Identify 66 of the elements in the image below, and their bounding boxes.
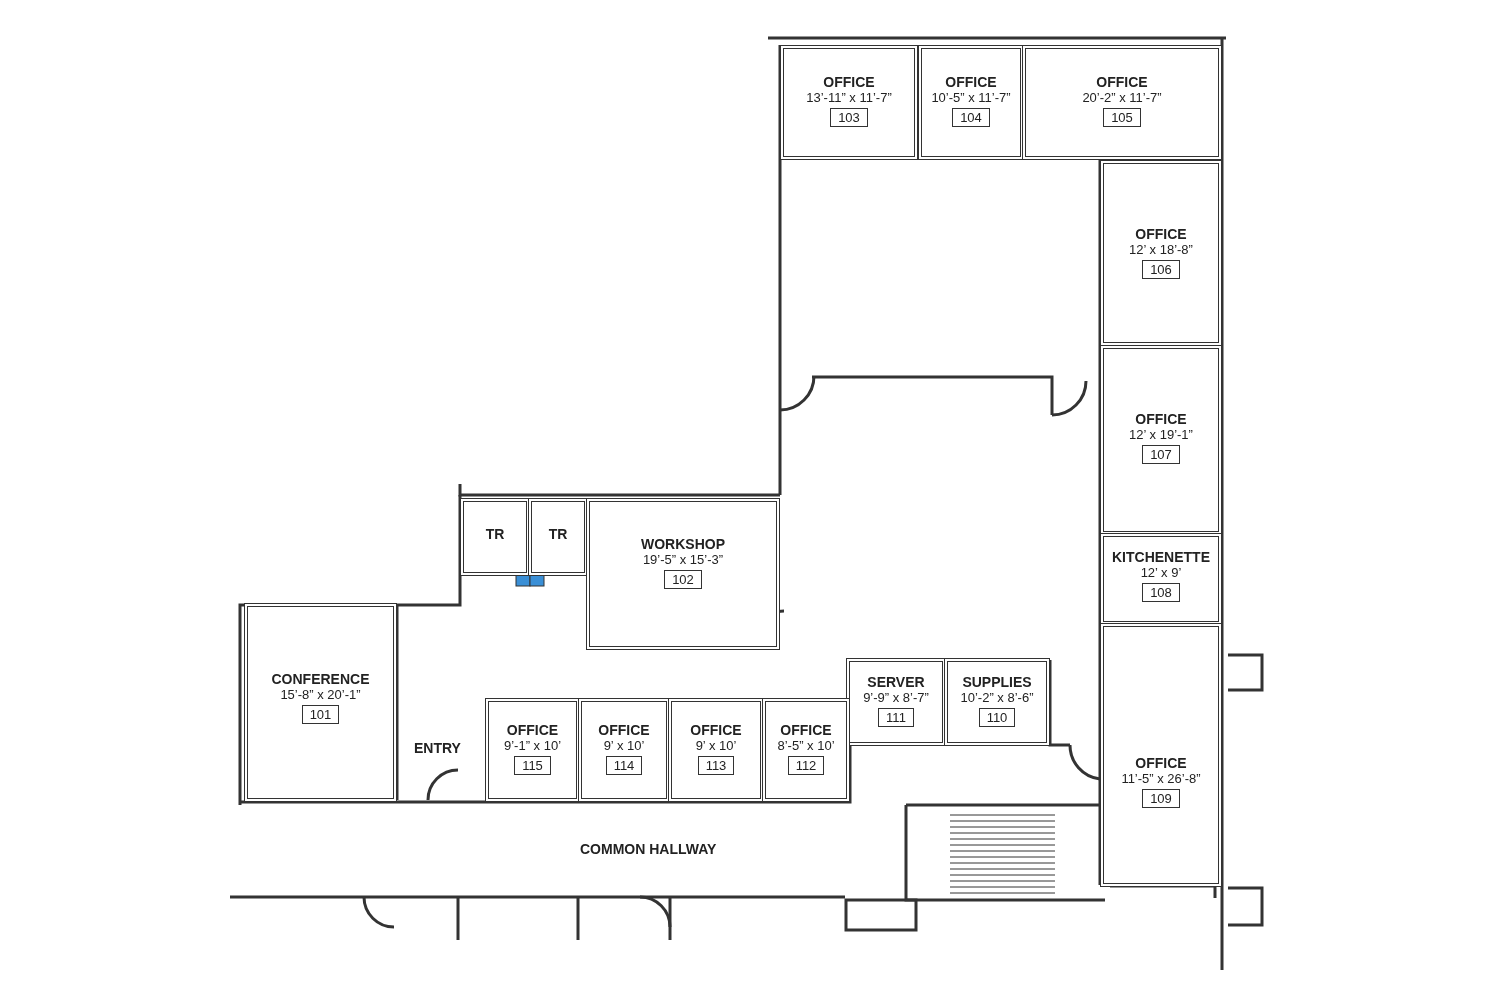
room-outline (918, 45, 1024, 160)
area-label: ENTRY (414, 740, 461, 756)
room-name: OFFICE (598, 722, 650, 738)
room-outline (528, 498, 588, 576)
area-label: COMMON HALLWAY (580, 841, 717, 857)
room-dimensions: 9’-1” x 10’ (503, 738, 562, 753)
room-number: 115 (514, 756, 551, 775)
room-name: OFFICE (1135, 755, 1187, 771)
room-number: 108 (1142, 583, 1180, 602)
room-dimensions: 9’ x 10’ (603, 738, 645, 753)
room-outline (485, 698, 580, 802)
room-name: OFFICE (780, 722, 832, 738)
room-name: OFFICE (1096, 74, 1148, 90)
room-dimensions: 8’-5” x 10’ (777, 738, 835, 753)
room-name: OFFICE (506, 722, 559, 738)
room-number: 101 (301, 705, 340, 724)
room-number: 107 (1142, 445, 1180, 464)
room-name: SERVER (867, 674, 925, 690)
room-name: WORKSHOP (641, 536, 725, 552)
room-dimensions: 15’-8” x 20’-1” (280, 687, 361, 702)
room-dimensions: 12’ x 18’-8” (1129, 242, 1193, 257)
room-outline (1100, 160, 1222, 346)
room-outline (668, 698, 764, 802)
room-outline (586, 498, 780, 650)
room-name: OFFICE (1135, 226, 1187, 242)
room-name: OFFICE (690, 722, 742, 738)
room-name: SUPPLIES (962, 674, 1032, 690)
room-number: 105 (1103, 108, 1141, 127)
room-number: 104 (952, 108, 990, 127)
room-dimensions: 12’ x 19’-1” (1129, 427, 1193, 442)
room-name: OFFICE (945, 74, 997, 90)
room-dimensions: 12’ x 9’ (1140, 565, 1182, 580)
room-number: 109 (1142, 789, 1180, 808)
room-outline (944, 658, 1050, 746)
room-number: 113 (697, 756, 735, 775)
room-outline (762, 698, 850, 802)
room-dimensions: 10’-2” x 8’-6” (960, 690, 1034, 705)
room-number: 114 (605, 756, 643, 775)
room-name: TR (548, 526, 568, 542)
room-number: 106 (1142, 260, 1180, 279)
room-name: CONFERENCE (271, 671, 370, 687)
room-outline (578, 698, 670, 802)
room-outline (244, 603, 397, 802)
room-dimensions: 19’-5” x 15’-3” (642, 552, 724, 567)
room-name: TR (485, 526, 505, 542)
room-name: OFFICE (1135, 411, 1187, 427)
room-number: 111 (878, 708, 914, 727)
room-number: 103 (830, 108, 868, 127)
room-outline (1100, 623, 1222, 887)
room-outline (1022, 45, 1222, 160)
room-outline (1100, 345, 1222, 535)
room-outline (780, 45, 918, 160)
room-dimensions: 9’-9” x 8’-7” (863, 690, 929, 705)
room-name: OFFICE (823, 74, 875, 90)
room-outline (460, 498, 530, 576)
room-outline (846, 658, 946, 746)
room-number: 112 (787, 756, 825, 775)
room-dimensions: 10’-5” x 11’-7” (931, 90, 1011, 105)
room-number: 102 (664, 570, 702, 589)
room-number: 110 (978, 708, 1016, 727)
room-name: KITCHENETTE (1112, 549, 1210, 565)
room-dimensions: 13’-11” x 11’-7” (806, 90, 892, 105)
room-dimensions: 9’ x 10’ (695, 738, 737, 753)
room-dimensions: 20’-2” x 11’-7” (1082, 90, 1162, 105)
room-dimensions: 11’-5” x 26’-8” (1121, 771, 1201, 786)
room-outline (1100, 533, 1222, 625)
